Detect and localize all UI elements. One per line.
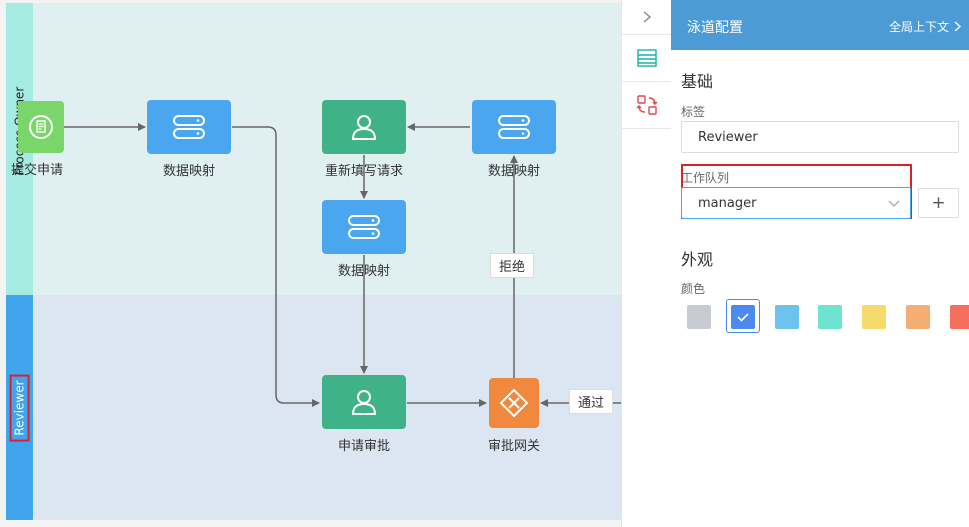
- panel-title: 泳道配置: [687, 20, 743, 36]
- node-submit-request[interactable]: [18, 101, 64, 153]
- chevron-right-icon: [643, 11, 651, 23]
- section-title-basic: 基础: [681, 72, 714, 91]
- plus-icon: +: [931, 193, 946, 213]
- edge-map1-approve: [232, 126, 320, 407]
- selected-swatch-ring: [726, 299, 760, 333]
- panel-header: 泳道配置 全局上下文: [671, 0, 969, 50]
- lanes-tool-button[interactable]: [622, 35, 671, 82]
- label-value: Reviewer: [698, 129, 758, 145]
- color-swatch[interactable]: [950, 305, 969, 329]
- global-context-link[interactable]: 全局上下文: [889, 18, 961, 35]
- node-label: 提交申请: [11, 163, 64, 178]
- document-icon: [29, 115, 53, 139]
- color-swatch[interactable]: [906, 305, 930, 329]
- edge-label-reject[interactable]: 拒绝: [490, 253, 535, 278]
- side-toolbar: [621, 0, 672, 527]
- work-queue-caption: 工作队列: [681, 171, 730, 185]
- database-icon: [173, 115, 205, 139]
- node-label: 重新填写请求: [324, 164, 403, 179]
- chevron-right-icon: [954, 21, 961, 32]
- swap-icon: [636, 95, 657, 115]
- work-queue-value: manager: [698, 195, 757, 211]
- node-approval-gateway[interactable]: [489, 378, 539, 428]
- edge-label-pass[interactable]: 通过: [569, 389, 614, 414]
- lane-config-panel: 泳道配置 全局上下文 基础 标签 Reviewer 工作队列 manager +…: [671, 0, 969, 527]
- add-queue-button[interactable]: +: [918, 188, 959, 218]
- lane-header[interactable]: [6, 295, 33, 520]
- user-icon: [351, 115, 377, 140]
- node-apply-approval[interactable]: [322, 375, 406, 429]
- node-label: 数据映射: [162, 164, 215, 179]
- work-queue-select[interactable]: manager: [681, 187, 911, 219]
- check-icon: [737, 313, 749, 322]
- node-label: 审批网关: [487, 439, 540, 454]
- node-label: 数据映射: [487, 164, 540, 179]
- lanes-icon: [636, 49, 657, 67]
- color-swatch[interactable]: [687, 305, 711, 329]
- label-input[interactable]: Reviewer: [681, 121, 959, 153]
- global-context-label: 全局上下文: [888, 20, 949, 34]
- label-caption: 标签: [681, 105, 706, 119]
- color-caption: 颜色: [681, 282, 706, 296]
- database-icon: [498, 115, 530, 139]
- node-label: 申请审批: [337, 439, 390, 454]
- process-canvas[interactable]: Process Owner Reviewer 提交申请: [0, 0, 621, 527]
- color-swatch[interactable]: [818, 305, 842, 329]
- node-data-mapping[interactable]: [472, 100, 556, 154]
- gateway-icon: [499, 388, 529, 418]
- section-title-appearance: 外观: [681, 250, 714, 269]
- node-data-mapping[interactable]: [322, 200, 406, 254]
- flow-connectors: [64, 123, 621, 407]
- color-swatch[interactable]: [862, 305, 886, 329]
- color-swatch[interactable]: [775, 305, 799, 329]
- user-icon: [351, 390, 377, 415]
- collapse-panel-button[interactable]: [622, 0, 671, 35]
- node-label: 数据映射: [337, 264, 390, 279]
- chevron-down-icon: [888, 200, 900, 207]
- swap-tool-button[interactable]: [622, 82, 671, 129]
- node-data-mapping[interactable]: [147, 100, 231, 154]
- node-refill-request[interactable]: [322, 100, 406, 154]
- database-icon: [348, 215, 380, 239]
- color-swatch[interactable]: [731, 305, 755, 329]
